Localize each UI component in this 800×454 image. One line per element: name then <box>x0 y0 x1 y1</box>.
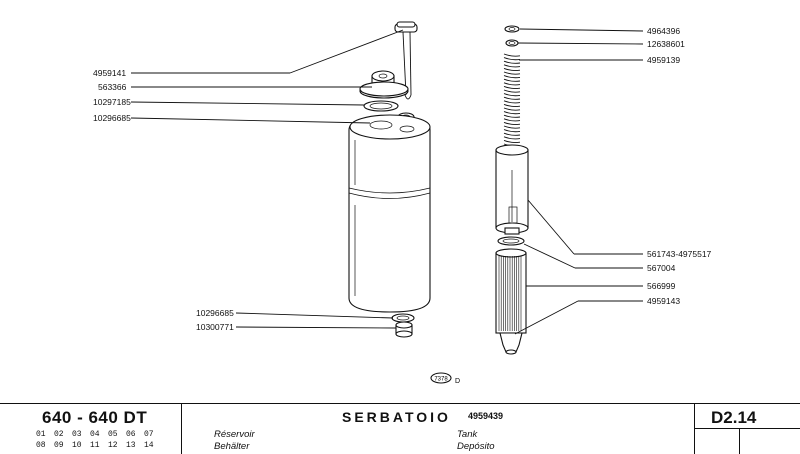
variant-number: 03 <box>72 430 82 439</box>
tank-body <box>348 114 431 313</box>
drain-plug <box>395 321 413 338</box>
ring-lower <box>391 313 415 323</box>
model-title: 640 - 640 DT <box>42 408 148 427</box>
drawing-ref-suffix: D <box>455 378 460 385</box>
title-german: Behälter <box>214 441 250 452</box>
top-ring <box>505 39 519 47</box>
variant-number: 02 <box>54 430 64 439</box>
variant-row-1: 01 02 03 04 05 06 07 <box>36 430 162 439</box>
callout-nut: 563366 <box>98 82 127 92</box>
callout-spring: 4959139 <box>647 55 680 65</box>
variant-number: 04 <box>90 430 100 439</box>
title-spanish: Depósito <box>457 441 495 452</box>
variant-row-2: 08 09 10 11 12 13 14 <box>36 441 162 450</box>
section-title: SERBATOIO <box>342 409 451 425</box>
variant-number: 11 <box>90 441 100 450</box>
gasket-upper <box>363 100 399 112</box>
callout-cylinder: 561743-4975517 <box>647 249 712 259</box>
exploded-parts-diagram: 4959141 563366 10297185 10296685 1029668… <box>93 21 712 385</box>
variant-number: 07 <box>144 430 154 439</box>
page-grid-line <box>695 428 800 429</box>
variant-number: 05 <box>108 430 118 439</box>
callout-drain-plug: 10300771 <box>196 322 234 332</box>
page-code: D2.14 <box>711 408 757 427</box>
callout-top-washer: 4964396 <box>647 26 680 36</box>
model-cell: 640 - 640 DT 01 02 03 04 05 06 07 08 09 10 11 12 13… <box>0 404 182 454</box>
leader-lines-right <box>514 28 644 335</box>
callout-ring-upper: 10296685 <box>93 113 131 123</box>
top-washer <box>504 25 520 33</box>
variant-number: 14 <box>144 441 154 450</box>
filler-nut <box>359 70 409 99</box>
dipstick-rod <box>394 21 418 100</box>
drawing-reference: 7378 D <box>430 372 460 385</box>
title-french: Réservoir <box>214 429 255 440</box>
variant-number: 13 <box>126 441 136 450</box>
leader-lines-left <box>130 29 404 329</box>
callout-rod: 4959141 <box>93 68 126 78</box>
callout-filter: 566999 <box>647 281 676 291</box>
filter-element <box>495 248 527 334</box>
section-code: 4959439 <box>468 411 504 421</box>
title-cell: SERBATOIO 4959439 Réservoir Behälter Tan… <box>182 404 695 454</box>
callout-gasket-upper: 10297185 <box>93 97 131 107</box>
callout-top-ring: 12638601 <box>647 39 685 49</box>
callout-ring-lower: 10296685 <box>196 308 234 318</box>
coil-spring <box>503 53 522 151</box>
variant-number: 06 <box>126 430 136 439</box>
drawing-ref-number: 7378 <box>434 377 448 383</box>
callout-seal: 567004 <box>647 263 676 273</box>
variant-number: 09 <box>54 441 64 450</box>
title-block: 640 - 640 DT 01 02 03 04 05 06 07 08 09 10 11 12 13… <box>0 403 800 454</box>
filter-seal <box>497 236 525 246</box>
page-grid-divider <box>739 428 740 454</box>
valve-end <box>499 332 523 355</box>
page-cell: D2.14 <box>695 404 800 454</box>
variant-number: 12 <box>108 441 118 450</box>
variant-number: 01 <box>36 430 46 439</box>
variant-number: 08 <box>36 441 46 450</box>
callout-valve: 4959143 <box>647 296 680 306</box>
variant-number: 10 <box>72 441 82 450</box>
cylinder-housing <box>495 144 529 235</box>
title-english: Tank <box>457 429 478 440</box>
